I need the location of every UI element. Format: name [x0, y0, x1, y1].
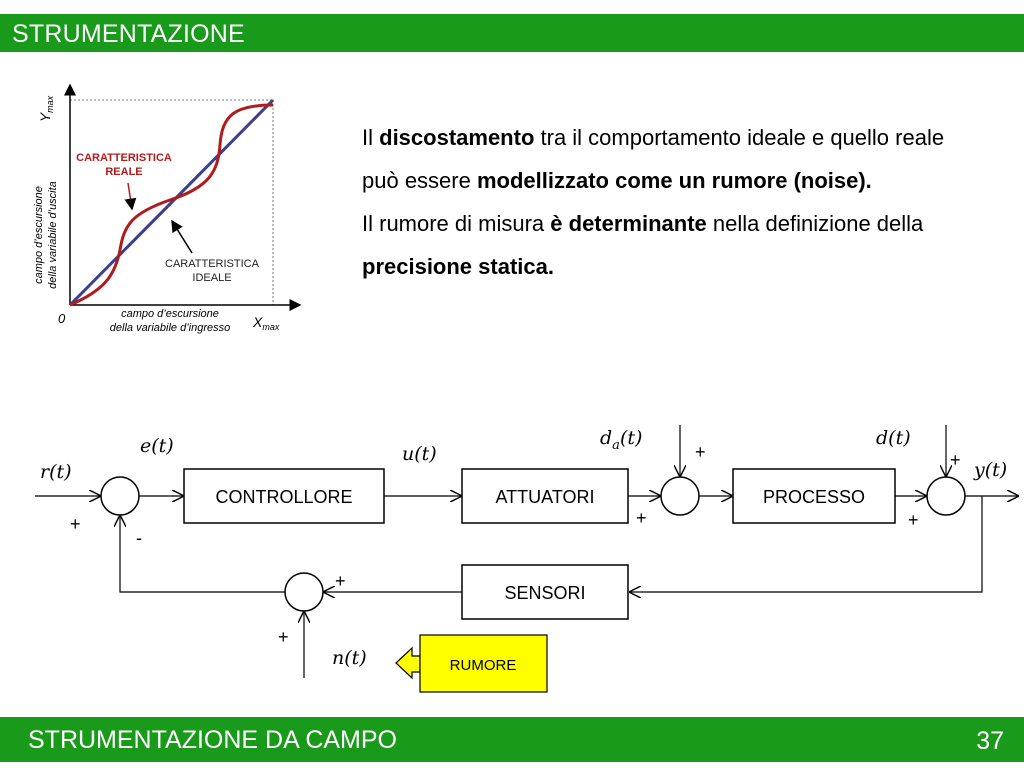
- signal-r-label: r(t): [40, 461, 72, 483]
- origin-label: 0: [58, 311, 66, 326]
- description-text: Il discostamento tra il comportamento id…: [362, 116, 982, 288]
- characteristic-graph: CARATTERISTICA REALE CARATTERISTICA IDEA…: [33, 83, 302, 334]
- attuatori-label: ATTUATORI: [496, 487, 595, 507]
- feedback-line-to-sensors: [630, 496, 983, 592]
- signal-y-label: y(t): [973, 459, 1007, 481]
- real-pointer-arrow: [124, 182, 137, 211]
- sensori-label: SENSORI: [504, 583, 585, 603]
- footer-title: STRUMENTAZIONE DA CAMPO: [28, 726, 398, 754]
- rumore-label: RUMORE: [450, 657, 517, 674]
- sign-sum4-bottom: +: [278, 627, 289, 647]
- y-max-label: Ymax: [37, 95, 55, 122]
- sign-sum1-feedback: -: [136, 528, 142, 548]
- footer-bar: STRUMENTAZIONE DA CAMPO 37: [0, 717, 1024, 762]
- header-bar: STRUMENTAZIONE: [0, 14, 1024, 52]
- ideal-characteristic-line: [68, 98, 275, 307]
- x-max-label: Xmax: [252, 314, 280, 332]
- measured-feedback-line: [120, 516, 285, 593]
- summing-junction-error: [100, 476, 140, 516]
- sign-sum3-top: +: [950, 450, 961, 470]
- signal-da-label: da(t): [600, 427, 642, 453]
- desc-text: tra il comportamento ideale e quello rea…: [362, 125, 945, 193]
- x-axis-label-line1: campo d’escursione: [121, 308, 219, 320]
- signal-n-label: n(t): [332, 647, 367, 669]
- real-label-line2: REALE: [105, 166, 142, 178]
- signal-u-label: u(t): [402, 443, 437, 465]
- rumore-arrow: [395, 646, 421, 680]
- processo-label: PROCESSO: [763, 487, 865, 507]
- controllore-label: CONTROLLORE: [215, 487, 352, 507]
- desc-bold: è determinante: [550, 211, 707, 236]
- desc-bold: precisione statica.: [362, 254, 554, 279]
- desc-bold: modellizzato come un rumore (noise).: [476, 168, 872, 193]
- header-title: STRUMENTAZIONE: [12, 20, 245, 48]
- x-axis-label-line2: della variabile d’ingresso: [110, 322, 230, 334]
- sign-sum2-left: +: [636, 508, 647, 528]
- desc-text: nella definizione della: [706, 211, 924, 236]
- page-number: 37: [976, 727, 1004, 755]
- signal-e-label: e(t): [140, 435, 174, 457]
- sign-sum4-right: +: [335, 571, 346, 591]
- sign-sum3-left: +: [908, 510, 919, 530]
- sign-sum2-top: +: [695, 442, 706, 462]
- sign-sum1-input: +: [70, 514, 81, 534]
- summing-junction-output-disturbance: [926, 476, 966, 516]
- block-diagram: CONTROLLORE ATTUATORI PROCESSO SENSORI R…: [35, 425, 1024, 693]
- desc-text: Il rumore di misura: [362, 211, 551, 236]
- y-axis-label-line1: campo d’escursione: [33, 186, 45, 284]
- summing-junction-noise: [284, 572, 324, 612]
- y-axis-label-line2: della variabile d’uscita: [47, 181, 59, 289]
- real-label-line1: CARATTERISTICA: [76, 152, 172, 164]
- desc-bold: discostamento: [379, 125, 535, 150]
- real-characteristic-curve: [69, 103, 274, 307]
- rumore-block: [419, 634, 548, 693]
- summing-junction-actuator-disturbance: [660, 476, 700, 516]
- ideal-pointer-arrow: [171, 219, 193, 254]
- ideal-label-line2: IDEALE: [192, 272, 231, 284]
- ideal-label-line1: CARATTERISTICA: [165, 258, 260, 270]
- signal-d-label: d(t): [876, 427, 911, 449]
- desc-text: Il: [362, 125, 380, 150]
